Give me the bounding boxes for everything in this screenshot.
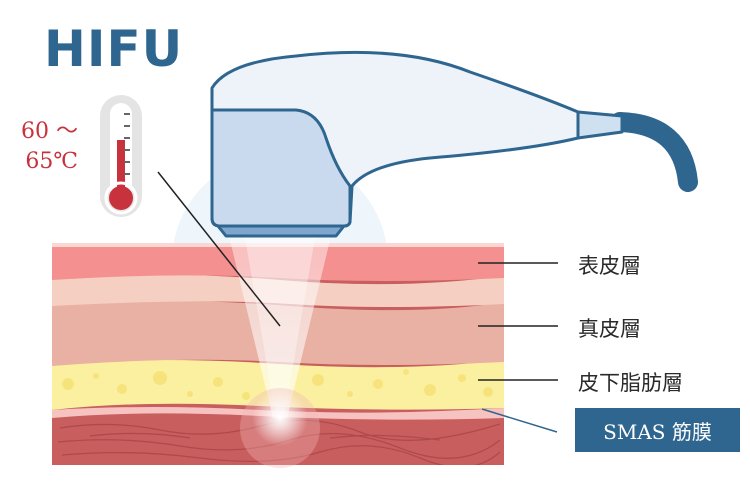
temperature-line-2: 65℃ [25,149,78,174]
thermometer-icon [100,95,142,217]
diagram-title: HIFU [44,20,184,78]
epidermis-label: 表皮層 [578,254,641,278]
fat-label: 皮下脂肪層 [578,371,683,395]
fat-cells [62,369,493,400]
hifu-probe-icon [210,50,580,238]
cable-connector [576,110,624,140]
temperature-label: 60 ～ 65℃ [6,117,78,177]
temperature-line-1: 60 ～ [21,119,78,144]
focal-point [252,390,308,446]
probe-cable [610,112,698,192]
temperature-leader-line [157,171,281,327]
smas-label: SMAS 筋膜 [575,408,740,452]
smas-leader [481,408,558,433]
dermis-label: 真皮層 [578,317,641,341]
